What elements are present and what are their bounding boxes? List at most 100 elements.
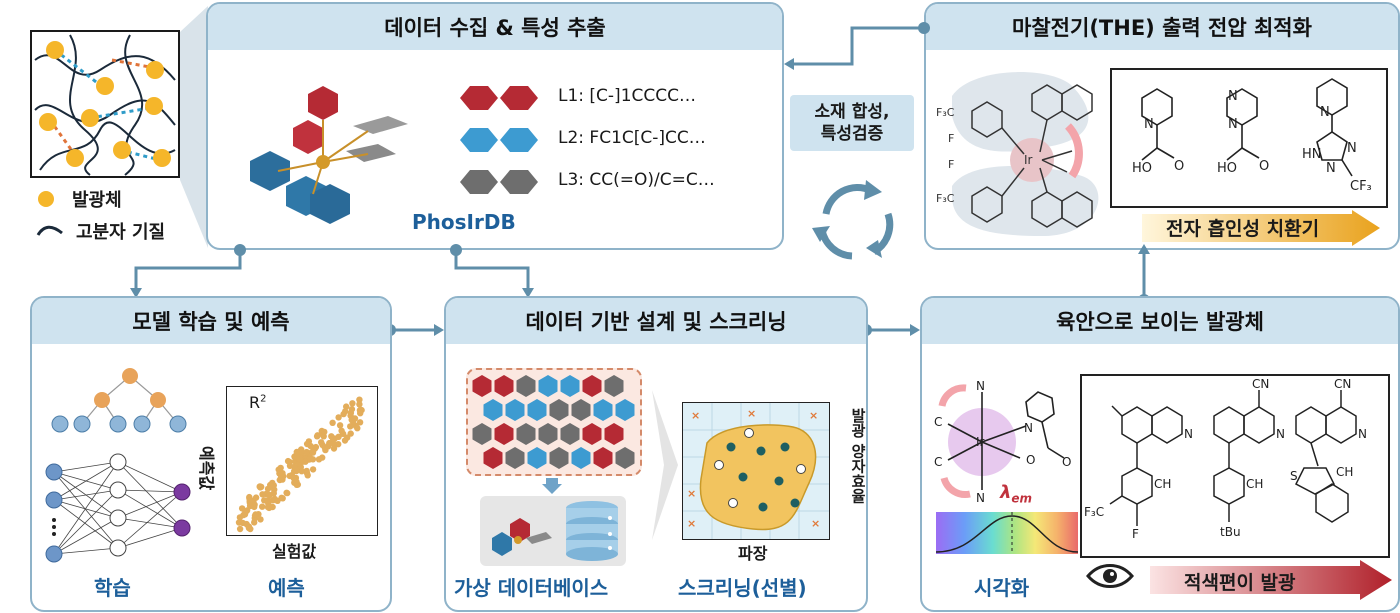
scatter-point xyxy=(266,491,273,499)
hex-fragment xyxy=(582,423,602,445)
scatter-point xyxy=(307,442,314,450)
synthesis-badge-line2: 특성검증 xyxy=(820,124,884,144)
scatter-point xyxy=(356,401,363,408)
hex-fragment xyxy=(516,375,536,397)
panel-design: 데이터 기반 설계 및 스크리닝 가상 데이터베이스 xyxy=(444,296,868,612)
svg-text:HO: HO xyxy=(1132,161,1152,176)
ligand-l2-smiles: L2: FC1C[C-]CC… xyxy=(558,128,706,148)
panel-data-collection: 데이터 수집 & 특성 추출 PhosIrDB L1: [C-]1CCCC… L… xyxy=(206,2,784,250)
svg-text:tBu: tBu xyxy=(1220,525,1241,539)
scatter-point xyxy=(259,491,266,498)
parity-ylabel: 예측값 xyxy=(197,446,216,491)
scatter-point xyxy=(313,433,321,440)
ligand-l2-icon xyxy=(460,128,538,152)
r2-text: R xyxy=(249,393,261,412)
svg-text:×: × xyxy=(747,407,756,420)
scatter-point xyxy=(312,443,320,451)
hex-fragment xyxy=(571,447,591,469)
svg-text:CH: CH xyxy=(1336,465,1353,479)
svg-text:N: N xyxy=(1276,427,1285,441)
svg-text:CN: CN xyxy=(1252,377,1269,391)
hex-fragment xyxy=(615,447,635,469)
hex-fragment xyxy=(472,423,492,445)
scatter-point xyxy=(236,525,244,533)
hex-fragment xyxy=(560,423,580,445)
scatter-point xyxy=(338,427,345,434)
scatter-point xyxy=(357,410,364,417)
hex-fragment xyxy=(593,447,613,469)
svg-text:CH: CH xyxy=(1154,477,1171,491)
redshift-arrow xyxy=(1150,560,1392,600)
svg-text:O: O xyxy=(1062,455,1071,469)
scatter-point xyxy=(246,502,254,510)
scatter-point xyxy=(259,503,266,510)
scatter-point xyxy=(315,456,323,463)
ligand-l1-smiles: L1: [C-]1CCCC… xyxy=(558,86,696,106)
scatter-point xyxy=(293,448,300,456)
hex-fragment xyxy=(505,399,525,421)
scatter-point xyxy=(246,497,254,504)
legend-polymer: 고분자 기질 xyxy=(36,218,165,244)
scatter-point xyxy=(235,519,243,526)
scatter-point xyxy=(309,466,317,473)
ewg-arrow xyxy=(1142,210,1380,246)
synthesis-badge-line1: 소재 합성, xyxy=(814,102,890,122)
hex-fragment xyxy=(582,375,602,397)
polymer-illustration xyxy=(30,30,180,178)
svg-text:×: × xyxy=(809,409,818,422)
down-arrow-icon xyxy=(542,478,562,494)
screening-label: 스크리닝(선별) xyxy=(678,576,807,600)
parity-scatter xyxy=(235,396,365,533)
panel-title-data-collection: 데이터 수집 & 특성 추출 xyxy=(208,4,782,50)
svg-text:F: F xyxy=(1132,527,1139,541)
legend-emitter-label: 발광체 xyxy=(72,190,122,211)
scatter-point xyxy=(243,520,250,528)
scatter-point xyxy=(242,508,249,516)
panel-model: 모델 학습 및 예측 학습 R2 예측값 실험값 예측 xyxy=(30,296,392,612)
redshift-label: 적색편이 발광 xyxy=(1184,572,1296,594)
scatter-point xyxy=(274,497,281,504)
hex-fragment xyxy=(483,447,503,469)
scatter-point xyxy=(251,519,258,526)
hex-fragment xyxy=(527,447,547,469)
legend-emitter: 발광체 xyxy=(38,186,122,212)
scatter-point xyxy=(277,474,285,482)
hex-fragment xyxy=(538,375,558,397)
svg-text:HO: HO xyxy=(1217,161,1237,176)
scatter-point xyxy=(356,396,363,403)
hex-fragment xyxy=(571,399,591,421)
hex-fragment xyxy=(549,447,569,469)
lambda-sub: em xyxy=(1011,491,1033,506)
panel-title-model: 모델 학습 및 예측 xyxy=(32,298,390,344)
scatter-point xyxy=(336,422,344,429)
hex-fragment xyxy=(494,423,514,445)
virtual-db-box xyxy=(480,496,626,566)
svg-text:C: C xyxy=(934,455,942,469)
panel-title-visible: 육안으로 보이는 발광체 xyxy=(922,298,1398,344)
scatter-point xyxy=(330,445,338,452)
scatter-point xyxy=(290,474,297,481)
scatter-point xyxy=(356,419,364,426)
svg-text:N: N xyxy=(1320,105,1330,120)
polymer-line-icon xyxy=(36,225,63,236)
svg-text:F₃C: F₃C xyxy=(936,192,955,205)
hex-pool-graphic xyxy=(472,375,635,469)
hex-fragment xyxy=(516,423,536,445)
hex-fragment xyxy=(604,423,624,445)
emission-spectrum xyxy=(936,512,1078,554)
svg-text:N: N xyxy=(1347,141,1357,156)
hex-fragment xyxy=(472,375,492,397)
hex-fragment xyxy=(538,423,558,445)
svg-text:C: C xyxy=(934,415,942,429)
scatter-point xyxy=(302,458,309,465)
ligand-l3-smiles: L3: CC(=O)/C=C… xyxy=(558,170,715,190)
hex-fragment xyxy=(593,399,613,421)
svg-text:N: N xyxy=(976,491,985,502)
ir-complex-cf3-structure: Ir F₃C F F F₃C xyxy=(936,72,1099,236)
svg-text:Ir: Ir xyxy=(1024,153,1033,167)
svg-text:O: O xyxy=(1026,453,1035,467)
